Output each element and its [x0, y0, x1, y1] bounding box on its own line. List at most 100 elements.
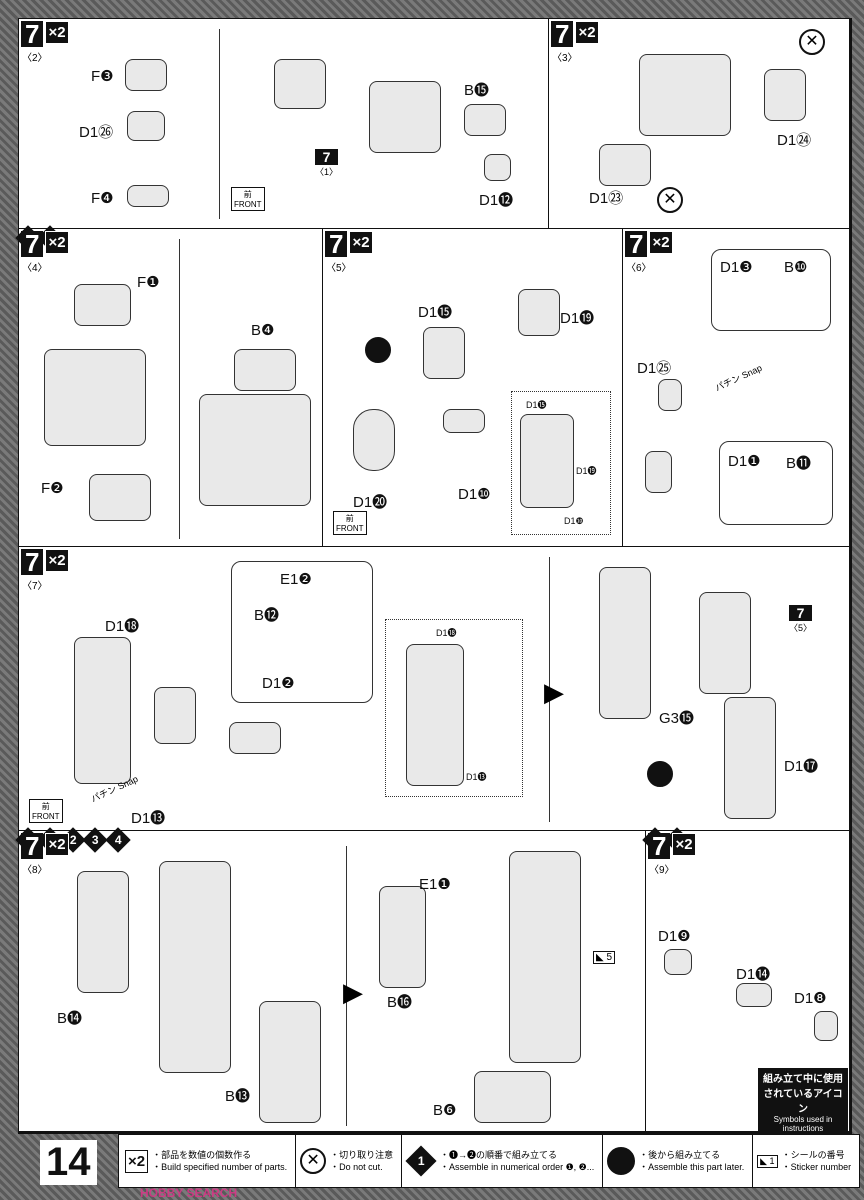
callout: D1❶ B⓫ [719, 441, 833, 525]
detail-label: D1⓲ [436, 628, 457, 638]
order-number: 2 [69, 833, 77, 847]
symbols-jp: 組み立て中に使用されているアイコン [763, 1074, 843, 1115]
multiplier-badge: ×2 [649, 231, 673, 254]
part [406, 644, 464, 786]
multiplier-badge: ×2 [575, 21, 599, 44]
detail-box: D1⓯ D1⓳ D1❿ [511, 391, 611, 535]
step-7-4: 7×2 〈4〉 F❶ F❷ B❹ 1 2 [15, 225, 324, 548]
step-number: 7 [325, 231, 348, 257]
part [443, 409, 485, 433]
legend-item: ×2・部品を数値の個数作る・Build specified number of … [119, 1135, 297, 1187]
part-label: D1㉓ [589, 190, 624, 207]
part [199, 394, 311, 506]
part [125, 59, 167, 91]
part [509, 851, 581, 1063]
part [379, 886, 426, 988]
step-number: 7 [21, 833, 44, 859]
part [423, 327, 465, 379]
order-icon-num: 1 [417, 1154, 425, 1168]
legend-jp: ・シールの番号 [781, 1150, 845, 1160]
part-label: B⓭ [225, 1088, 251, 1105]
cut-icon: ✕ [300, 1148, 327, 1174]
part [154, 687, 196, 744]
part-label: B⓮ [57, 1010, 83, 1027]
step-reference: 7〈1〉 [315, 149, 339, 178]
part-label: D1❽ [794, 990, 827, 1007]
legend-en: ・Assemble in numerical order ❶, ❷... [440, 1162, 595, 1172]
detail-label: D1⓳ [576, 466, 597, 476]
ref-sub: 〈5〉 [789, 623, 813, 633]
next-arrow-icon: ▶ [544, 677, 564, 707]
part [74, 284, 131, 326]
sub-step: 〈4〉 [22, 263, 48, 274]
part-label: B⓬ [254, 607, 280, 624]
part [599, 144, 651, 186]
part-label: D1⓮ [736, 966, 771, 983]
front-jp: 前 [243, 190, 252, 199]
part [518, 289, 560, 336]
part-label: B⓰ [387, 994, 413, 1011]
next-arrow-icon: ▶ [343, 977, 363, 1007]
part [599, 567, 651, 719]
cut-icon: ✕ [657, 187, 683, 213]
part [74, 637, 131, 784]
part-label: B❿ [784, 259, 808, 276]
divider [549, 557, 550, 822]
part-label: F❹ [91, 190, 114, 207]
detail-label: D1❿ [564, 516, 584, 526]
step-number: 7 [648, 833, 671, 859]
sticker-num: 5 [606, 952, 613, 963]
step-number: 7 [625, 231, 648, 257]
legend-jp: ・後から組み立てる [639, 1150, 721, 1160]
step-number: 7 [21, 231, 44, 257]
legend-item: ◣ 1・シールの番号・Sticker number [753, 1135, 859, 1187]
divider [346, 846, 347, 1126]
part [664, 949, 692, 975]
sub-step: 〈3〉 [552, 53, 578, 64]
part-label: D1❸ [720, 259, 753, 276]
cut-icon: ✕ [799, 29, 825, 55]
multiplier-badge: ×2 [45, 833, 69, 856]
front-label: FRONT [32, 812, 60, 821]
assemble-later-icon [365, 337, 391, 363]
legend-en: ・Sticker number [781, 1162, 852, 1172]
callout: D1❸ B❿ [711, 249, 831, 331]
part [474, 1071, 551, 1123]
snap-label: パチン Snap [713, 361, 764, 394]
multiplier-icon: ×2 [125, 1149, 149, 1173]
legend-item: ✕・切り取り注意・Do not cut. [296, 1135, 403, 1187]
part-label: D1⓱ [784, 758, 819, 775]
callout: E1❷ B⓬ D1❷ [231, 561, 373, 703]
front-jp: 前 [345, 514, 354, 523]
order-icon: 1 [405, 1145, 437, 1177]
part-label: F❷ [41, 480, 64, 497]
watermark: HOBBY SEARCH [140, 1186, 238, 1200]
part-label: D1㉖ [79, 124, 114, 141]
multiplier-badge: ×2 [349, 231, 373, 254]
part-label: D1❶ [728, 453, 761, 470]
order-marker: 3 [82, 827, 109, 853]
multiplier-badge: ×2 [45, 21, 69, 44]
step-number: 7 [21, 21, 44, 47]
part [234, 349, 296, 391]
part-label: D1❿ [458, 486, 491, 503]
snap-en: Snap [740, 362, 764, 381]
part [77, 871, 129, 993]
divider [179, 239, 180, 539]
sub-step: 〈6〉 [626, 263, 652, 274]
part [645, 451, 672, 493]
part-label: B⓫ [786, 455, 812, 472]
part [699, 592, 751, 694]
sub-step: 〈9〉 [649, 865, 675, 876]
part [259, 1001, 321, 1123]
part-label: B⓯ [464, 82, 490, 99]
part [127, 185, 169, 207]
detail-label: D1⓭ [466, 772, 487, 782]
snap-jp: パチン [89, 783, 119, 805]
part-label: D1㉔ [777, 132, 812, 149]
symbols-en: Symbols used in instructions [773, 1115, 833, 1133]
step-7-3: 7×2 〈3〉 ✕ ✕ D1㉔ D1㉓ [548, 18, 850, 230]
part-label: E1❷ [280, 571, 312, 588]
part-label: D1⓴ [353, 494, 388, 511]
